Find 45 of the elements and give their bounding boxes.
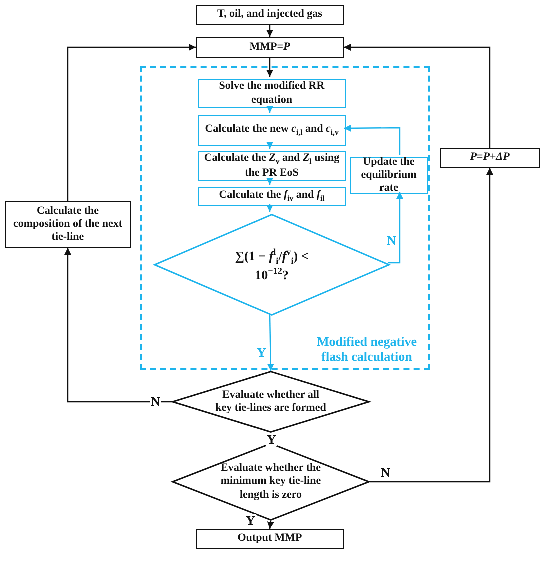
- edge-label: N: [380, 466, 392, 479]
- step-text: Calculate the f$_{iv}$ and f$_{il}$: [219, 189, 325, 204]
- arrow: [266, 25, 274, 37]
- step-text: Update the equilibrium rate: [360, 156, 418, 196]
- step-text: Output MMP: [238, 532, 302, 546]
- step-text: Calculate the Z$_{v}$ and Z$_{l}$ using the PR EoS: [203, 152, 341, 180]
- step-text: Calculate the composition of the next tie-line: [12, 204, 124, 244]
- arrow: [267, 520, 274, 530]
- arrow: [267, 314, 274, 372]
- edge-label: N: [386, 234, 398, 247]
- process-box: [198, 187, 346, 206]
- arrow: [266, 58, 274, 77]
- arrow: [344, 44, 491, 148]
- step-text: Calculate the new c$_{i,l}$ and c$_{i,v}$: [205, 123, 339, 138]
- condition-text: ∑(1 − f$^{l}$$_{i}$/f$^{v}$$_{i}$) < 10$^{−12}$?: [234, 246, 310, 284]
- output-box: [196, 529, 344, 549]
- edge-label: N: [150, 395, 162, 408]
- arrow: [388, 192, 404, 264]
- arrow: [67, 44, 196, 201]
- dashed-group-frame: [140, 66, 430, 370]
- group-title: Modified negative flash calculation: [316, 335, 418, 365]
- decision-diamond: [172, 371, 370, 433]
- arrow: [370, 168, 494, 483]
- process-box: [198, 79, 346, 108]
- process-box: [350, 157, 428, 194]
- edge-label: Y: [266, 433, 278, 446]
- step-text: P=P+ΔP: [470, 151, 510, 165]
- step-text: Solve the modified RR equation: [218, 80, 326, 107]
- step-text: MMP=P: [250, 40, 290, 54]
- arrow: [266, 142, 274, 149]
- arrow: [344, 124, 401, 155]
- process-box: [5, 201, 131, 248]
- step-text: T, oil, and injected gas: [218, 8, 322, 22]
- arrow: [266, 178, 274, 185]
- edge-label: Y: [245, 514, 256, 527]
- edge-label: Y: [256, 346, 268, 359]
- arrow: [64, 248, 172, 403]
- process-box: [198, 115, 346, 146]
- condition-text: Evaluate whether the minimum key tie-line length is zero: [220, 462, 322, 502]
- arrow: [266, 106, 274, 113]
- process-box: [196, 37, 344, 58]
- input-box: [196, 5, 344, 25]
- condition-text: Evaluate whether all key tie-lines are formed: [215, 388, 327, 416]
- process-box: [440, 148, 540, 168]
- arrow: [266, 204, 274, 212]
